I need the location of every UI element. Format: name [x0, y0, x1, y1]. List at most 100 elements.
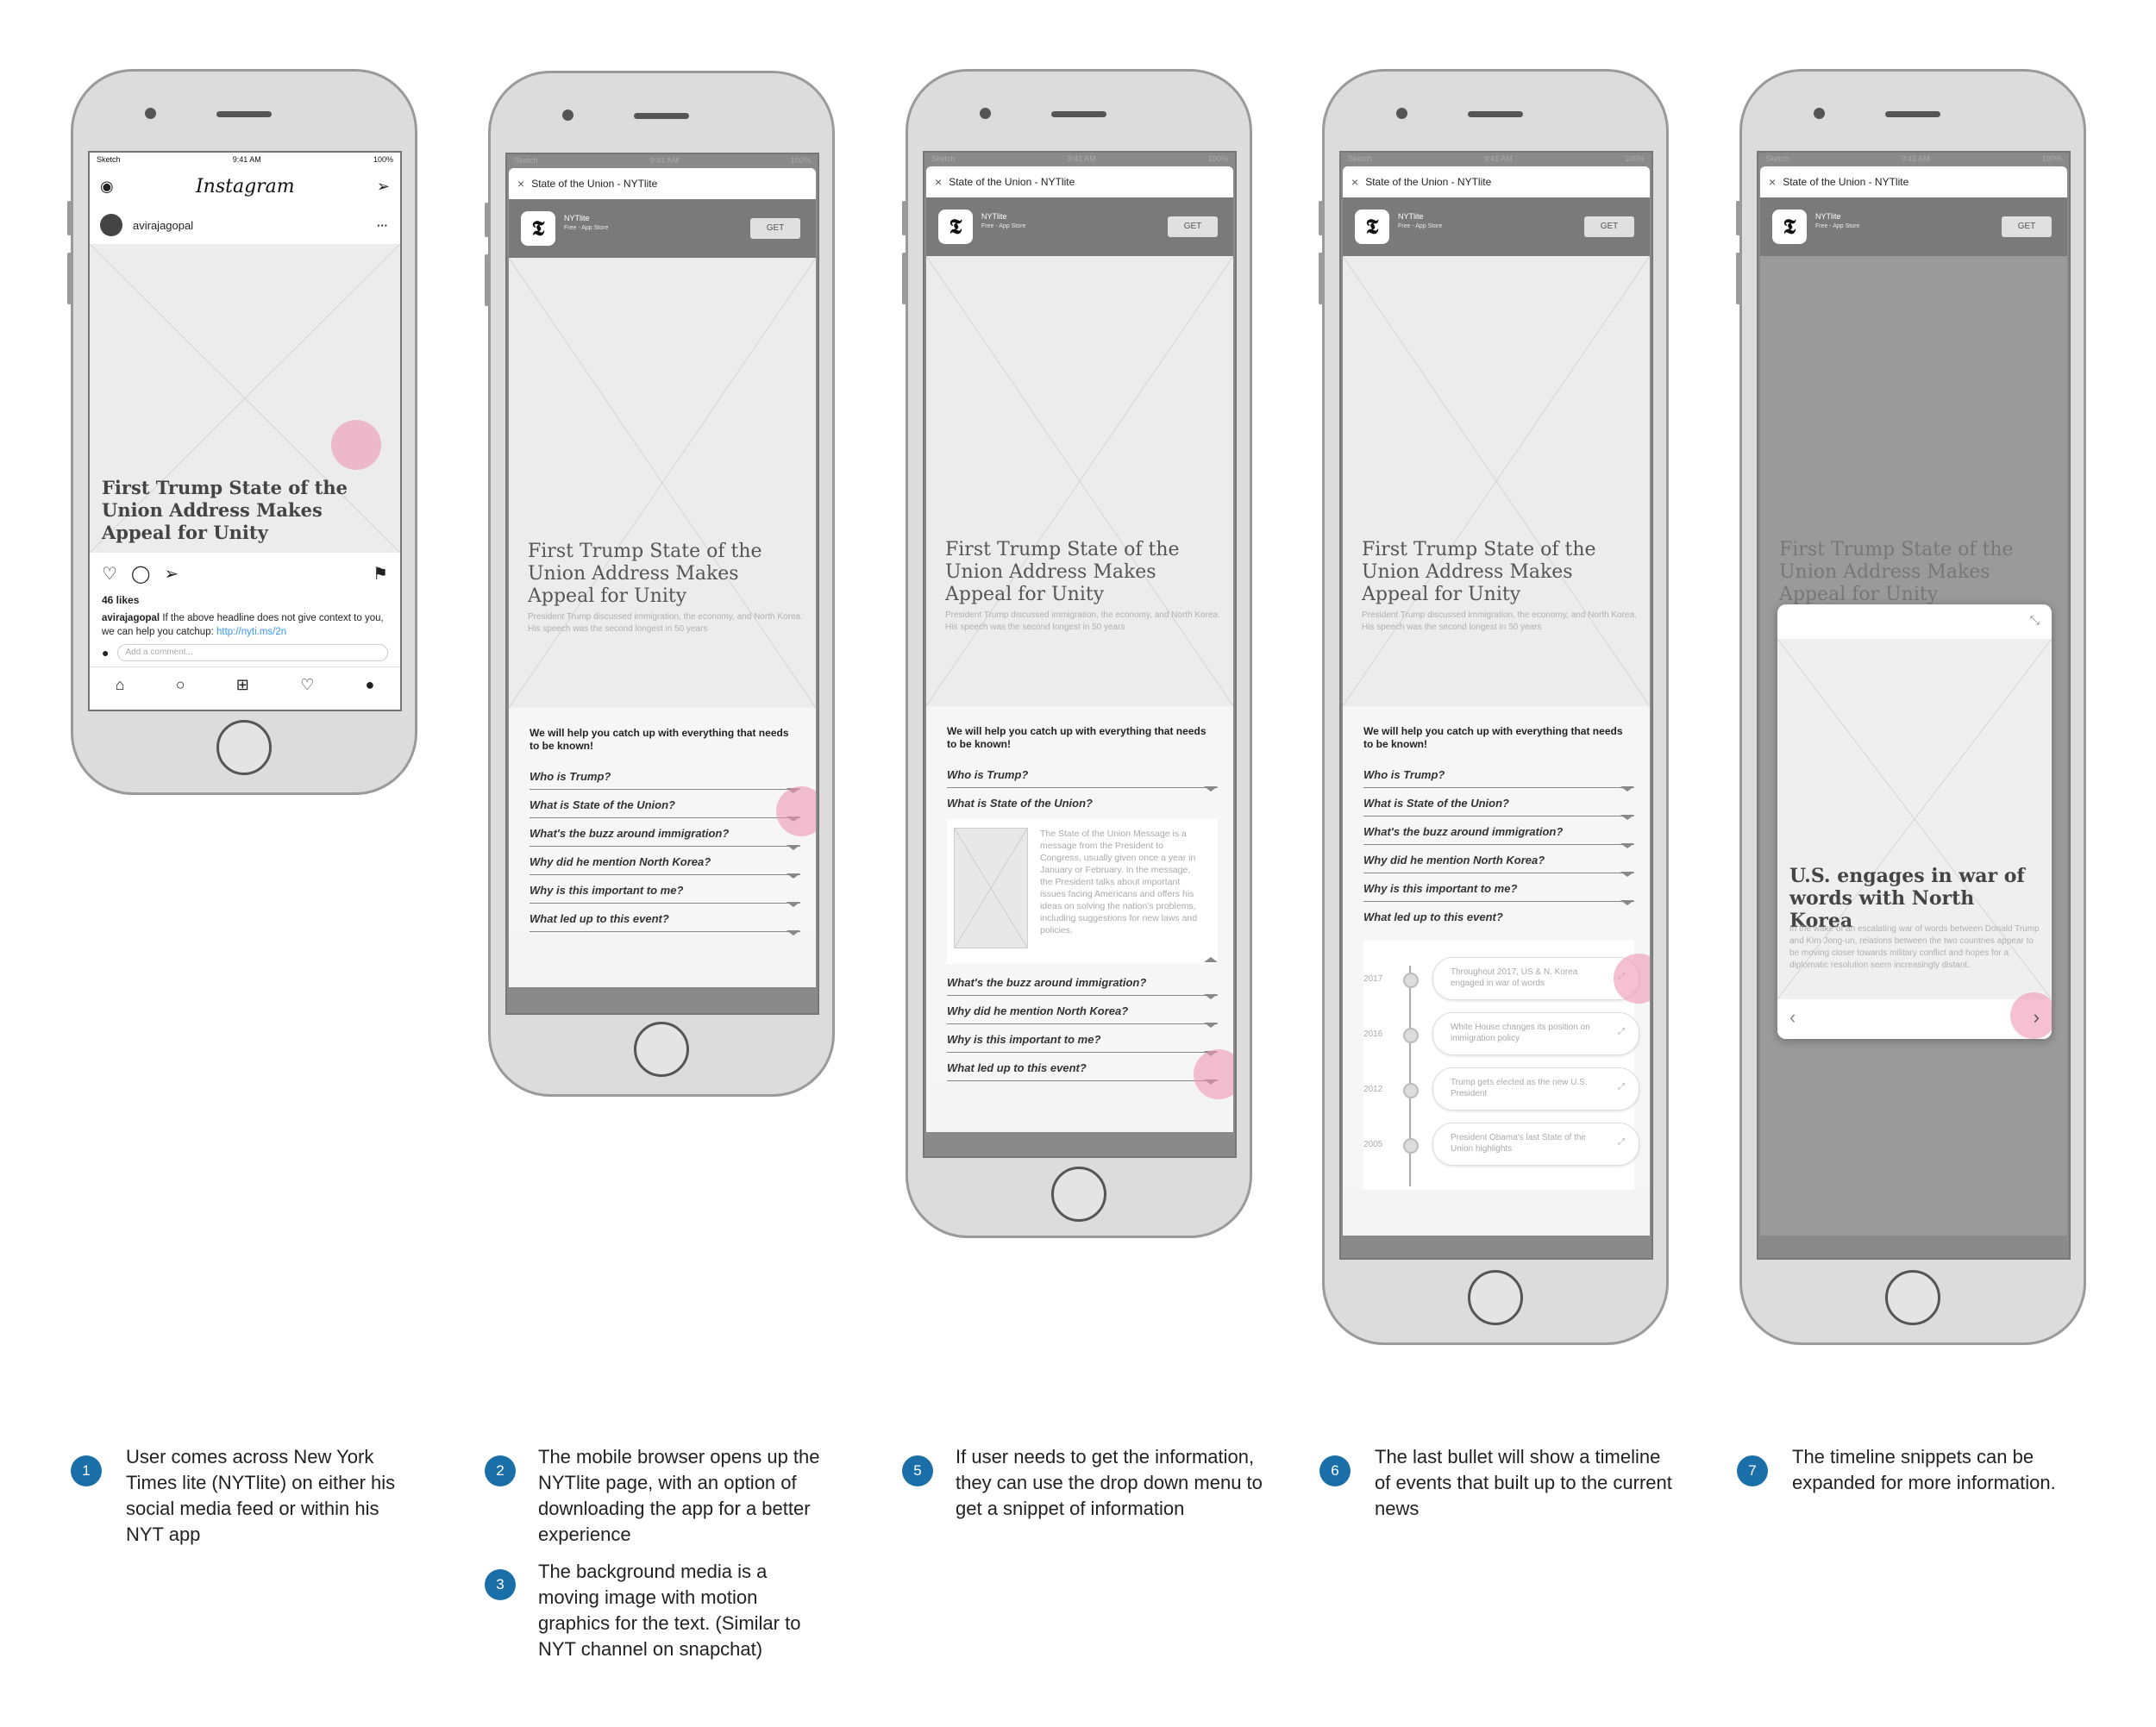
close-icon[interactable]: × — [935, 175, 943, 189]
activity-icon[interactable]: ♡ — [300, 675, 315, 693]
get-button[interactable]: GET — [2002, 216, 2052, 237]
touch-indicator — [2010, 992, 2052, 1039]
question-item[interactable]: Why did he mention North Korea? — [1363, 845, 1634, 877]
add-icon[interactable]: ⊞ — [235, 675, 249, 693]
question-item[interactable]: What's the buzz around immigration? — [947, 967, 1218, 999]
chevron-down-icon — [1620, 815, 1634, 820]
side-button — [902, 253, 906, 304]
comment-row: ● Add a comment... — [90, 639, 400, 666]
timeline-event[interactable]: Throughout 2017, US & N. Korea engaged i… — [1432, 957, 1639, 1000]
get-button[interactable]: GET — [1584, 216, 1634, 237]
article-dek: President Trump discussed immigration, t… — [528, 612, 803, 634]
chevron-down-icon — [1204, 1023, 1218, 1028]
post-username[interactable]: avirajagopal — [133, 218, 194, 232]
send-icon[interactable]: ➢ — [376, 177, 390, 195]
catchup-intro: We will help you catch up with everythin… — [1363, 725, 1623, 750]
search-icon[interactable]: ○ — [175, 675, 185, 693]
collapse-icon[interactable]: ⤡ — [2029, 613, 2040, 627]
expand-icon[interactable]: ⤢ — [1618, 1082, 1625, 1092]
avatar[interactable] — [100, 214, 122, 236]
article-headline: First Trump State of the Union Address M… — [945, 539, 1180, 605]
get-button[interactable]: GET — [1168, 216, 1218, 237]
question-label: What's the buzz around immigration? — [1363, 825, 1564, 838]
camera-icon[interactable]: ◉ — [100, 177, 114, 195]
comment-icon[interactable]: ◯ — [130, 564, 151, 584]
battery: 100% — [1624, 154, 1645, 163]
carrier: Sketch — [97, 155, 121, 164]
expand-icon[interactable]: ⤢ — [1618, 1137, 1625, 1147]
browser-card: ×State of the Union - NYTlite 𝕿 NYTlite … — [1343, 166, 1650, 1236]
question-item[interactable]: What led up to this event? — [947, 1049, 1233, 1099]
caption-username[interactable]: avirajagopal — [102, 613, 160, 623]
camera — [1396, 108, 1407, 119]
tab-title: State of the Union - NYTlite — [1783, 176, 1909, 188]
question-item[interactable]: Why did he mention North Korea? — [947, 996, 1218, 1028]
timeline-event[interactable]: President Obama's last State of the Unio… — [1432, 1123, 1639, 1166]
chevron-down-icon — [1204, 786, 1218, 792]
question-label: Who is Trump? — [1363, 768, 1445, 781]
question-item-expanded[interactable]: What is State of the Union? — [947, 788, 1218, 816]
bookmark-icon[interactable]: ⚑ — [373, 564, 388, 584]
heart-icon[interactable]: ♡ — [102, 564, 117, 584]
caption-link[interactable]: http://nyti.ms/2n — [216, 627, 287, 637]
question-label: What's the buzz around immigration? — [530, 827, 730, 840]
event-text: Trump gets elected as the new U.S. Presi… — [1451, 1078, 1588, 1098]
nyt-logo: 𝕿 — [1772, 210, 1807, 244]
next-icon[interactable]: › — [2033, 1006, 2040, 1028]
home-button[interactable] — [1885, 1270, 1940, 1325]
question-item[interactable]: Who is Trump? — [530, 761, 800, 793]
question-item[interactable]: What's the buzz around immigration? — [1363, 817, 1634, 848]
prev-icon[interactable]: ‹ — [1789, 1006, 1796, 1028]
speaker — [1885, 111, 1940, 117]
hero-media[interactable]: First Trump State of the Union Address M… — [926, 256, 1233, 706]
likes-count: 46 likes — [90, 594, 400, 606]
step-caption: The mobile browser opens up the NYTlite … — [538, 1446, 820, 1545]
question-item[interactable]: What is State of the Union? — [1363, 788, 1634, 820]
question-label: Why did he mention North Korea? — [530, 855, 711, 868]
hero-media[interactable]: First Trump State of the Union Address M… — [1343, 256, 1650, 706]
step-caption: If user needs to get the information, th… — [956, 1446, 1263, 1519]
question-item-expanded[interactable]: What led up to this event? — [1363, 902, 1634, 929]
question-item[interactable]: Why is this important to me? — [1363, 873, 1634, 905]
share-icon[interactable]: ➢ — [164, 564, 179, 584]
speaker — [1051, 111, 1106, 117]
question-item[interactable]: Why did he mention North Korea? — [530, 847, 800, 879]
chevron-up-icon[interactable] — [1204, 957, 1218, 962]
close-icon[interactable]: × — [1769, 175, 1777, 189]
camera — [980, 108, 991, 119]
home-icon[interactable]: ⌂ — [115, 675, 125, 693]
timeline-event[interactable]: Trump gets elected as the new U.S. Presi… — [1432, 1067, 1639, 1111]
clock: 9:41 AM — [649, 156, 679, 165]
question-item[interactable]: Who is Trump? — [947, 760, 1218, 792]
get-button[interactable]: GET — [750, 218, 800, 239]
clock: 9:41 AM — [1067, 154, 1096, 163]
hero-media[interactable]: First Trump State of the Union Address M… — [509, 258, 816, 708]
question-item[interactable]: Why is this important to me? — [530, 875, 800, 907]
browser-tab: ×State of the Union - NYTlite — [1343, 166, 1650, 197]
more-icon[interactable]: ··· — [377, 218, 388, 232]
article-dek: President Trump discussed immigration, t… — [1362, 610, 1637, 632]
expand-icon[interactable]: ⤢ — [1618, 1027, 1625, 1036]
close-icon[interactable]: × — [1351, 175, 1359, 189]
home-button[interactable] — [1468, 1270, 1523, 1325]
home-button[interactable] — [1051, 1167, 1106, 1222]
profile-icon[interactable]: ● — [365, 675, 375, 693]
question-item[interactable]: Why is this important to me? — [947, 1024, 1218, 1056]
question-label: What led up to this event? — [1363, 910, 1503, 923]
comment-input[interactable]: Add a comment... — [117, 644, 388, 661]
question-item[interactable]: What led up to this event? — [530, 904, 800, 935]
modal-body: In the wake of an escalating war of word… — [1789, 924, 2040, 970]
timeline-event[interactable]: White House changes its position on immi… — [1432, 1012, 1639, 1055]
chevron-down-icon — [1620, 786, 1634, 792]
modal-header: ⤡ — [1777, 604, 2052, 639]
post-image[interactable]: First Trump State of the Union Address M… — [90, 243, 400, 554]
question-item[interactable]: What's the buzz around immigration? — [530, 818, 800, 850]
question-item[interactable]: Who is Trump? — [1363, 760, 1634, 792]
question-item[interactable]: What is State of the Union? — [530, 786, 816, 836]
home-button[interactable] — [634, 1022, 689, 1077]
event-text: White House changes its position on immi… — [1451, 1023, 1590, 1043]
close-icon[interactable]: × — [517, 177, 525, 191]
home-button[interactable] — [216, 720, 272, 775]
post-actions: ♡ ◯ ➢ ⚑ — [90, 553, 400, 594]
